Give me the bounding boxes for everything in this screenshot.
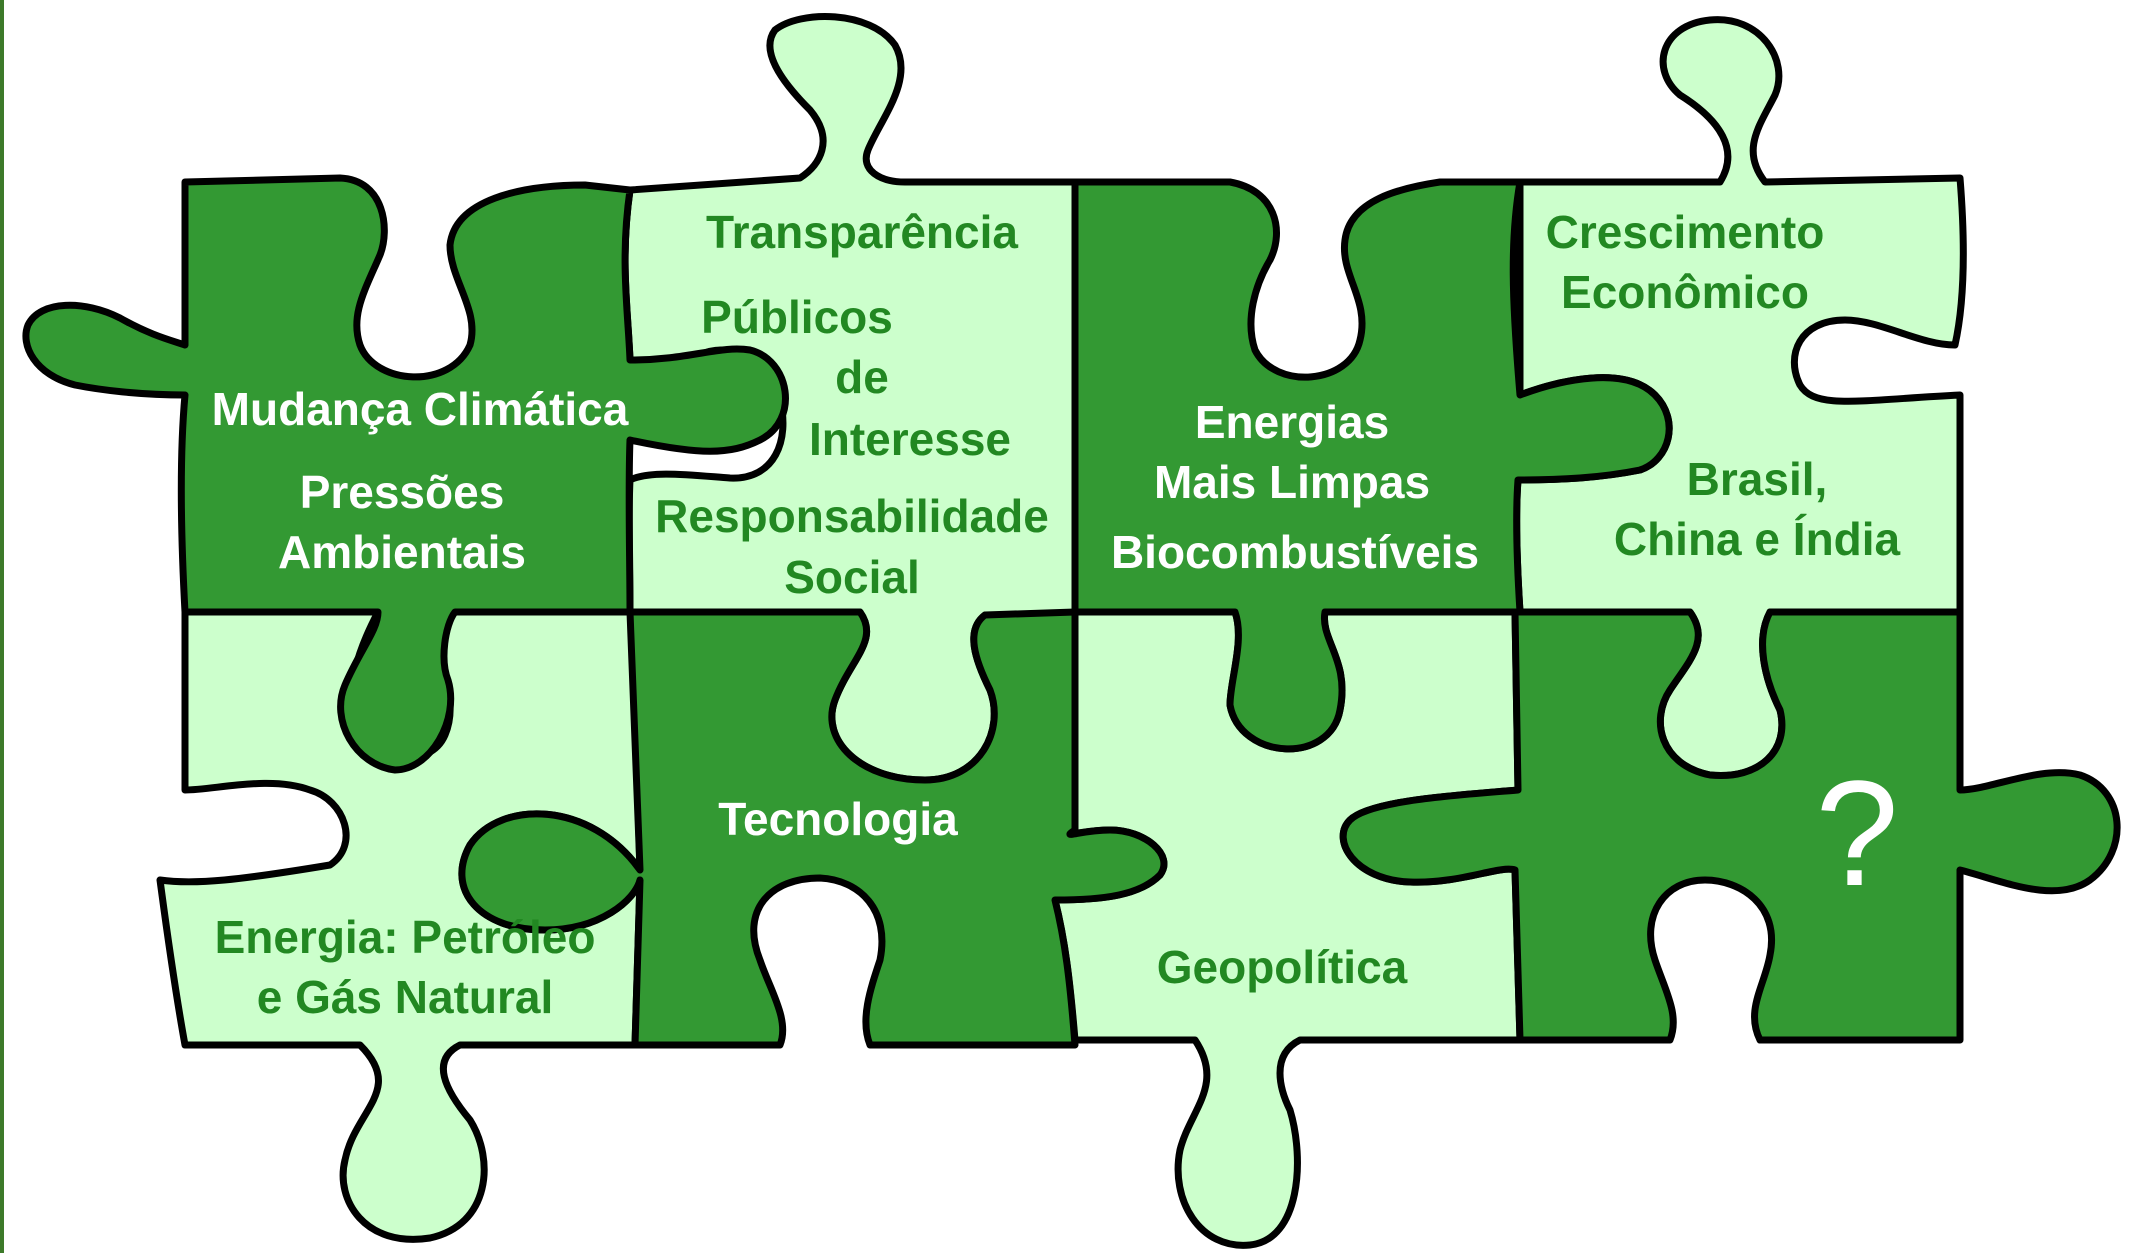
label-responsabilidade: Responsabilidade xyxy=(655,490,1049,542)
label-brasil: Brasil, xyxy=(1687,453,1828,505)
label-mudanca-climatica: Mudança Climática xyxy=(212,383,629,435)
label-transparencia: Transparência xyxy=(706,206,1018,258)
label-publicos: Públicos xyxy=(701,291,893,343)
label-china-india: China e Índia xyxy=(1614,513,1901,565)
label-de: de xyxy=(835,351,889,403)
puzzle-piece-energias xyxy=(1071,178,1673,753)
puzzle-piece-unknown xyxy=(1339,608,2121,1044)
label-energias: Energias xyxy=(1195,396,1389,448)
puzzle-piece-tecnologia xyxy=(458,608,1168,1049)
label-biocombustiveis: Biocombustíveis xyxy=(1111,526,1479,578)
puzzle-piece-mudanca-climatica xyxy=(22,174,789,774)
label-gas-natural: e Gás Natural xyxy=(257,971,554,1023)
label-ambientais: Ambientais xyxy=(278,526,526,578)
label-crescimento: Crescimento xyxy=(1546,206,1825,258)
label-social: Social xyxy=(784,551,920,603)
left-edge-strip xyxy=(0,0,4,1253)
label-mais-limpas: Mais Limpas xyxy=(1154,456,1430,508)
label-economico: Econômico xyxy=(1561,266,1809,318)
label-pressoes: Pressões xyxy=(300,466,505,518)
label-geopolitica: Geopolítica xyxy=(1157,941,1408,993)
label-energia-petroleo: Energia: Petróleo xyxy=(215,911,596,963)
question-mark: ? xyxy=(1815,749,1898,917)
label-interesse: Interesse xyxy=(809,413,1011,465)
label-tecnologia: Tecnologia xyxy=(718,793,958,845)
